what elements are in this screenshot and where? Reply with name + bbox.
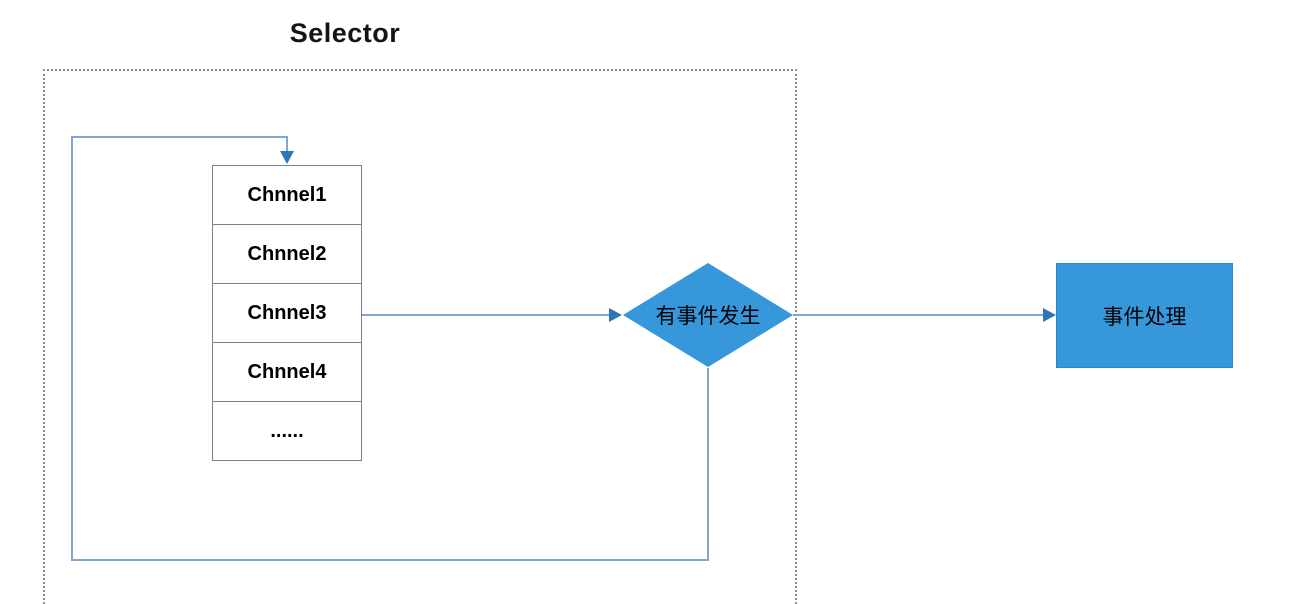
channel-cell: Chnnel4 (212, 342, 362, 402)
channel-cell-ellipsis: ...... (212, 401, 362, 461)
process-label: 事件处理 (1102, 305, 1187, 329)
process-box: 事件处理 (1056, 263, 1233, 368)
decision-label: 有事件发生 (655, 305, 761, 328)
diagram-title: Selector (289, 18, 401, 48)
channel-stack: Chnnel1 Chnnel2 Chnnel3 Chnnel4 ...... (212, 165, 362, 461)
process-left-arrowhead-icon (1043, 308, 1056, 322)
channel-cell: Chnnel2 (212, 224, 362, 284)
selector-dotted-container (43, 69, 797, 604)
channel-cell: Chnnel3 (212, 283, 362, 343)
channel-cell: Chnnel1 (212, 165, 362, 225)
